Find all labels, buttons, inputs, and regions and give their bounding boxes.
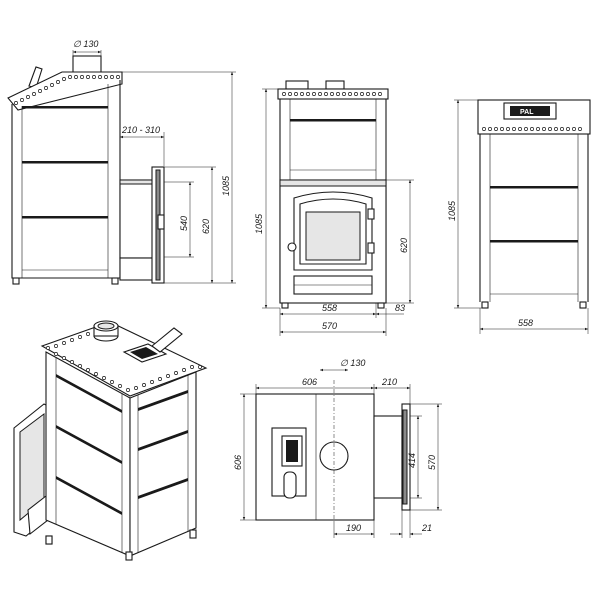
dim-top-tunnel-length-label: 210 <box>381 377 397 387</box>
dim-front-inner-width: 558 <box>279 303 377 336</box>
back-logo-text: PAL <box>520 109 534 116</box>
back-body-frame <box>479 134 589 302</box>
front-top-vent <box>285 80 309 90</box>
dim-front-total-height: 1085 <box>254 88 280 309</box>
dim-front-inner-width-label: 558 <box>322 303 337 313</box>
side-rivet-row <box>14 75 120 105</box>
dim-top-depth: 606 <box>233 393 256 521</box>
dim-top-frame-width: 570 <box>410 403 442 511</box>
front-door-handle <box>287 242 297 252</box>
dim-front-door-depth: 83 <box>376 303 405 316</box>
dim-top-tunnel-length: 210 <box>374 377 411 404</box>
dim-side-total-height-label: 1085 <box>221 175 231 196</box>
side-top-cap <box>7 71 123 111</box>
iso-flue-pipe <box>93 320 119 342</box>
dim-top-width-label: 606 <box>302 377 317 387</box>
dim-side-door-height-label: 540 <box>179 216 189 231</box>
top-lever-slot <box>271 427 307 499</box>
front-rivet-row <box>282 92 382 96</box>
side-panel-stripes <box>22 106 108 271</box>
dim-front-total-width: 570 <box>280 308 387 336</box>
dim-back-width-label: 558 <box>518 318 533 328</box>
dim-back-total-height: 1085 <box>447 99 482 309</box>
dim-side-door-offset-label: 210 - 310 <box>121 125 160 135</box>
dim-side-door-offset: 210 - 310 <box>120 125 165 166</box>
top-view: ∅ 130 606 210 606 414 <box>233 358 442 538</box>
dim-top-width: 606 <box>255 377 375 394</box>
back-rivet-row <box>482 127 582 131</box>
dim-front-total-height-label: 1085 <box>254 213 264 234</box>
isometric-view <box>13 320 208 561</box>
dim-top-flue-diameter: ∅ 130 <box>320 358 365 372</box>
side-view: ∅ 130 210 - 310 540 620 1085 <box>7 39 236 285</box>
dim-front-door-depth-label: 83 <box>395 303 405 313</box>
top-firebox-tunnel <box>373 403 411 511</box>
front-view: 1085 620 558 83 570 <box>254 80 414 336</box>
dim-side-door-height: 540 <box>164 181 194 258</box>
iso-top-face <box>40 321 208 397</box>
dim-front-firebox-height-label: 620 <box>399 238 409 253</box>
dim-front-total-width-label: 570 <box>322 321 337 331</box>
side-firebox-tunnel <box>119 166 165 284</box>
side-flue-pipe <box>72 55 102 74</box>
side-body-frame <box>11 80 121 279</box>
iso-left-stripes <box>56 374 122 515</box>
dim-top-depth-label: 606 <box>233 455 243 470</box>
dim-top-frame-offset-label: 21 <box>421 523 432 533</box>
dim-top-flue-offset: 190 <box>333 520 375 538</box>
dim-back-total-height-label: 1085 <box>447 200 457 221</box>
dim-top-tunnel-width: 414 <box>407 415 422 499</box>
dim-side-flue-diameter: ∅ 130 <box>72 39 102 56</box>
dim-top-frame-width-label: 570 <box>427 455 437 470</box>
dim-side-firebox-height: 620 <box>164 166 216 284</box>
side-foot-left <box>12 277 20 285</box>
dim-side-flue-diameter-label: ∅ 130 <box>73 39 98 49</box>
dim-top-frame-offset: 21 <box>390 510 432 538</box>
iso-right-stripes <box>138 390 188 499</box>
back-view: PAL 1085 <box>447 99 591 334</box>
iso-lever-handle <box>151 327 183 353</box>
dim-top-flue-offset-label: 190 <box>346 523 361 533</box>
front-top-vent-small <box>325 80 345 90</box>
dim-front-firebox-height: 620 <box>386 179 414 304</box>
dim-side-total-height: 1085 <box>122 71 236 284</box>
iso-body-right-face <box>129 371 197 557</box>
dim-top-tunnel-width-label: 414 <box>407 453 417 468</box>
front-firebox-door <box>287 191 375 271</box>
dim-back-width: 558 <box>479 308 589 334</box>
dim-side-firebox-height-label: 620 <box>201 219 211 234</box>
back-logo-plate: PAL <box>503 102 557 120</box>
dim-top-flue-diameter-label: ∅ 130 <box>340 358 365 368</box>
side-foot-right <box>111 277 119 285</box>
